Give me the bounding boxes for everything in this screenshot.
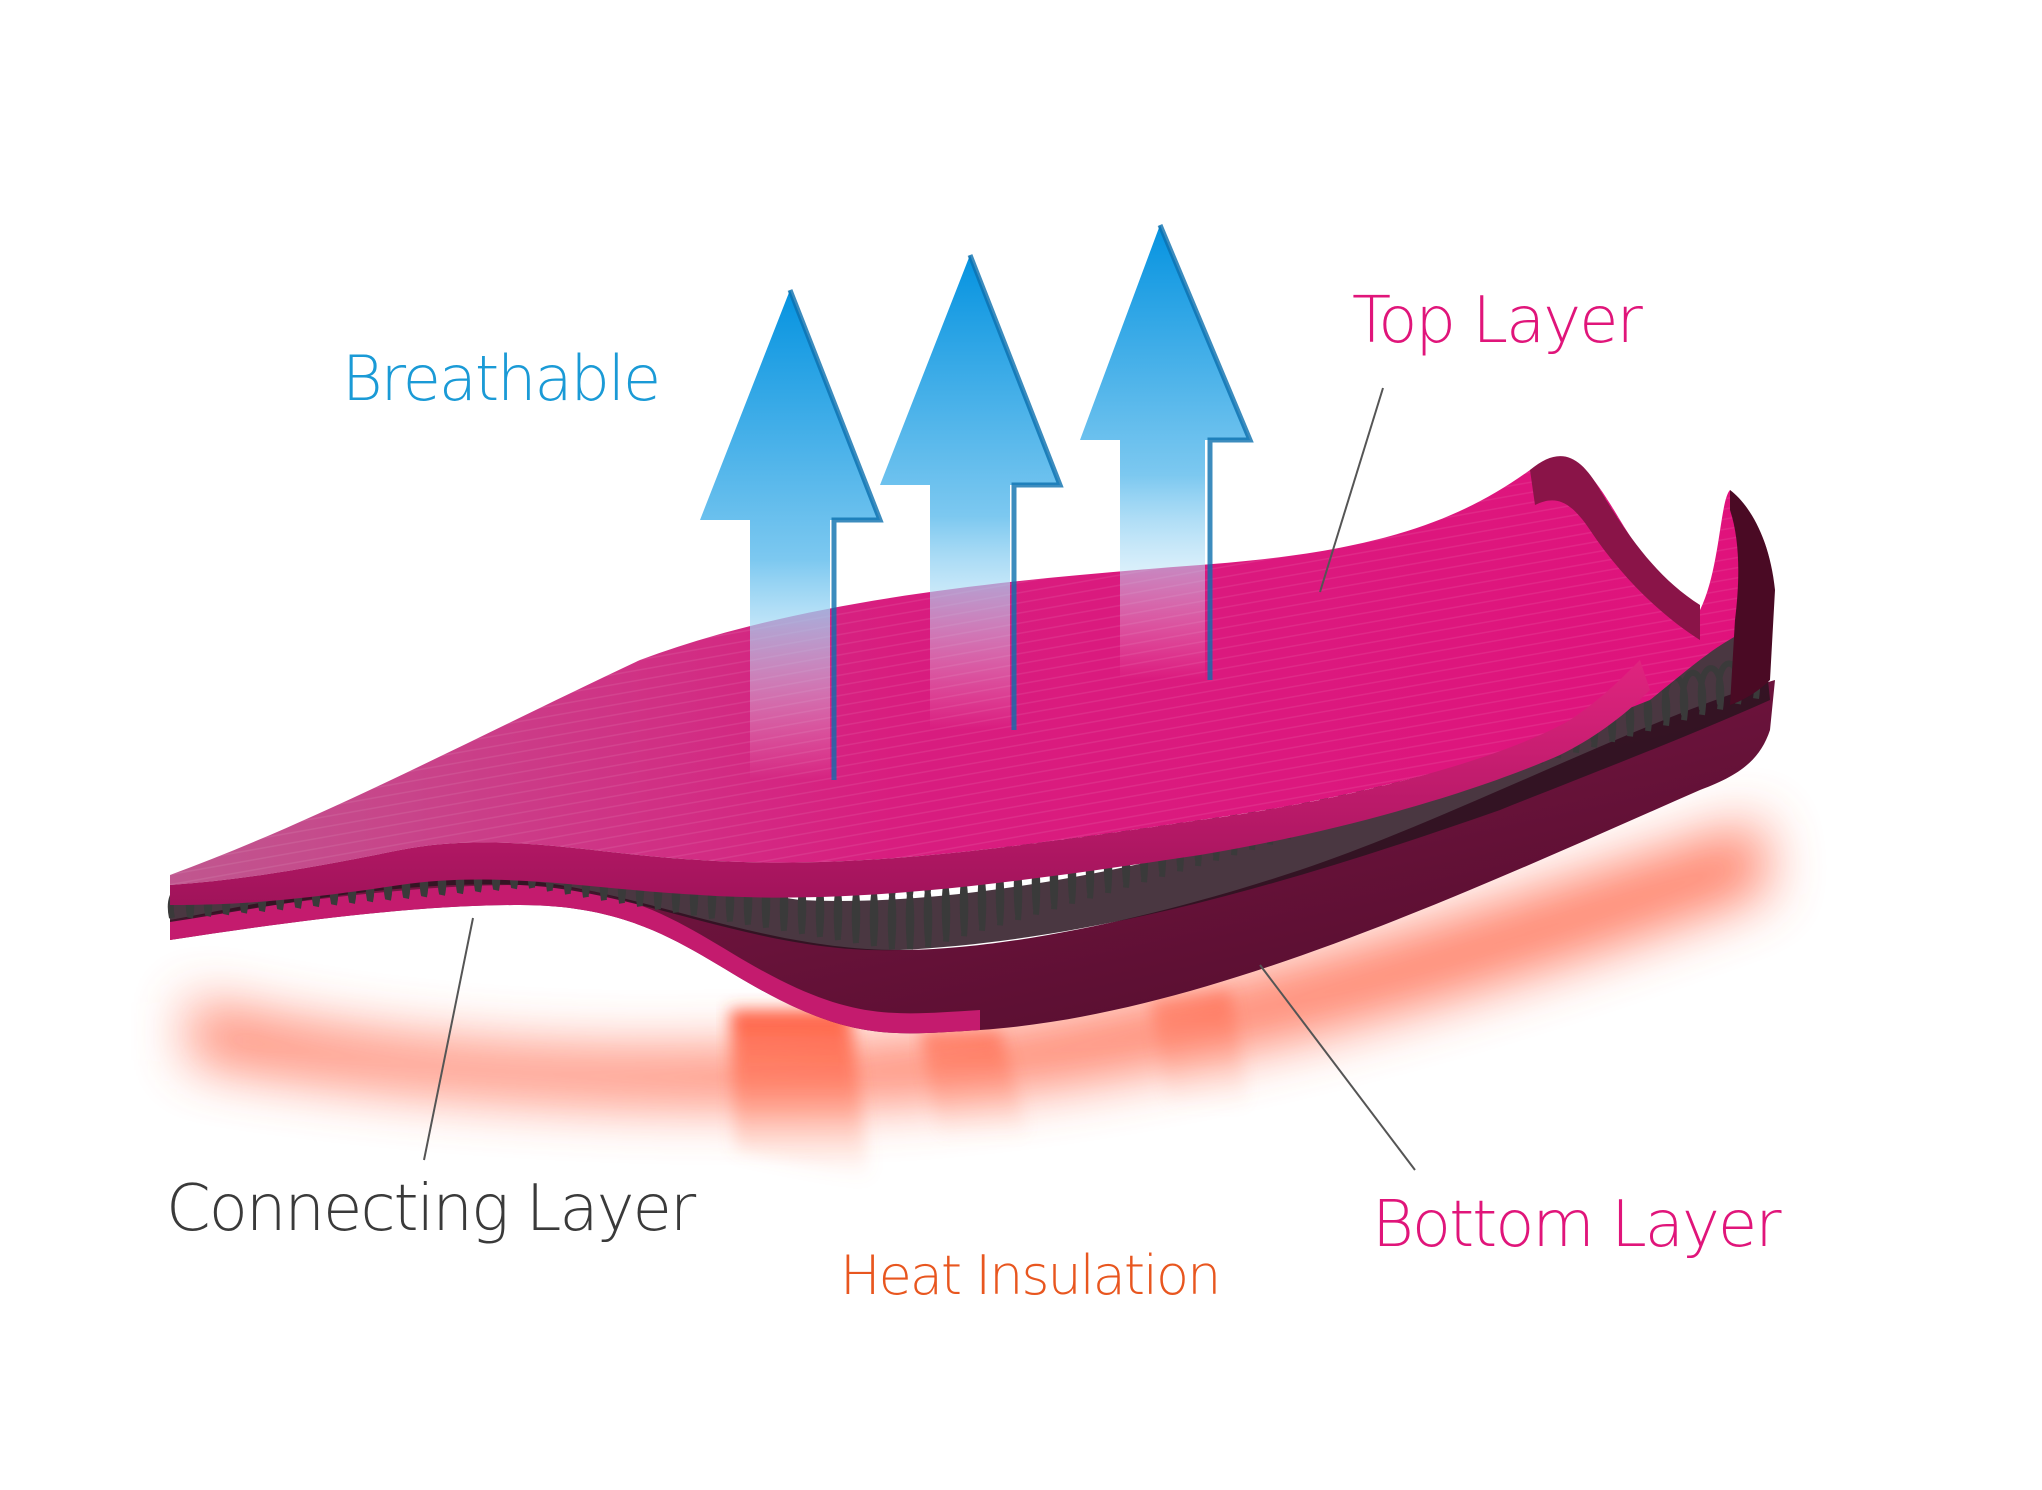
breathable-arrows xyxy=(700,224,1254,780)
leader-connecting-layer xyxy=(423,917,474,1161)
label-connecting-layer: Connecting Layer xyxy=(166,1172,696,1246)
heat-glow xyxy=(190,820,1770,1180)
arrow-up-icon xyxy=(1080,224,1254,680)
leader-bottom-layer xyxy=(1259,964,1416,1171)
label-heat-insulation: Heat Insulation xyxy=(840,1244,1221,1307)
leader-lines xyxy=(423,387,1416,1171)
label-breathable: Breathable xyxy=(342,342,661,415)
arrow-up-icon xyxy=(700,289,884,780)
leader-top-layer xyxy=(1319,387,1384,593)
label-bottom-layer: Bottom Layer xyxy=(1372,1188,1782,1262)
arrow-up-icon xyxy=(880,254,1064,730)
label-top-layer: Top Layer xyxy=(1352,284,1643,358)
bottom-layer xyxy=(170,680,1775,1034)
